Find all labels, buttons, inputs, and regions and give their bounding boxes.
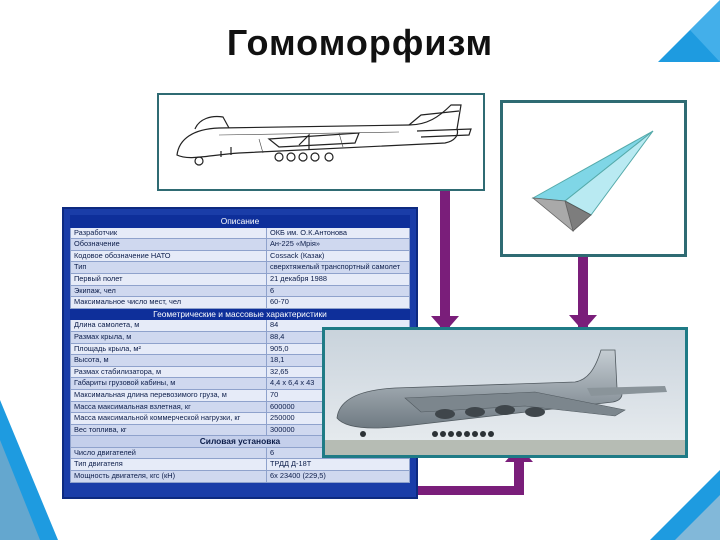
row-label: Размах стабилизатора, м — [70, 365, 267, 379]
arrow-down-icon — [569, 315, 597, 331]
row-label: Масса максимальной коммерческой нагрузки… — [70, 412, 267, 425]
connector-table-horizontal — [418, 486, 524, 495]
table-row: Мощность двигателя, кгс (кН)6х 23400 (22… — [70, 470, 410, 483]
row-value: ТРДД Д-18Т — [266, 458, 410, 472]
row-label: Мощность двигателя, кгс (кН) — [70, 470, 267, 483]
row-label: Тип двигателя — [70, 458, 267, 472]
row-value: 6х 23400 (229,5) — [266, 470, 410, 483]
row-label: Число двигателей — [70, 446, 267, 460]
row-label: Длина самолета, м — [70, 319, 267, 332]
row-value: 60-70 — [266, 296, 410, 309]
row-label: Размах крыла, м — [70, 330, 267, 344]
row-label: Разработчик — [70, 226, 267, 240]
row-label: Высота, м — [70, 354, 267, 367]
row-value: Cossack (Казак) — [266, 249, 410, 263]
row-value: Ан-225 «Мрія» — [266, 238, 410, 251]
corner-bottom-left-decoration — [0, 400, 58, 540]
row-label: Масса максимальная взлетная, кг — [70, 400, 267, 414]
paper-airplane-icon — [531, 130, 654, 233]
slide-title: Гомоморфизм — [226, 22, 494, 63]
row-label: Экипаж, чел — [70, 284, 267, 298]
corner-top-right-decoration — [658, 0, 720, 62]
row-label: Вес топлива, кг — [70, 423, 267, 437]
row-value: сверхтяжелый транспортный самолет — [266, 261, 410, 274]
connector-drawing-vertical — [440, 190, 450, 330]
cargo-airplane-photo-frame — [322, 327, 688, 458]
row-label: Тип — [70, 261, 267, 274]
airplane-line-drawing-icon — [176, 104, 472, 166]
row-value: ОКБ им. О.К.Антонова — [266, 226, 410, 240]
row-value: 6 — [266, 284, 410, 298]
row-label: Габариты грузовой кабины, м — [70, 377, 267, 390]
section-heading: Геометрические и массовые характеристики — [70, 307, 410, 321]
row-value: 21 декабря 1988 — [266, 272, 410, 286]
aircraft-drawing-frame — [157, 93, 485, 191]
connector-paper-vertical — [578, 256, 588, 330]
paper-airplane-frame — [500, 100, 687, 257]
connector-table-vertical — [514, 457, 524, 495]
row-label: Обозначение — [70, 238, 267, 251]
arrow-down-icon — [431, 316, 459, 332]
cargo-airplane-photo-icon — [325, 330, 685, 455]
row-label: Максимальное число мест, чел — [70, 296, 267, 309]
row-label: Первый полет — [70, 272, 267, 286]
corner-bottom-right-decoration — [650, 470, 720, 540]
row-label: Площадь крыла, м² — [70, 342, 267, 356]
row-label: Максимальная длина перевозимого груза, м — [70, 388, 267, 402]
row-label: Кодовое обозначение НАТО — [70, 249, 267, 263]
section-heading: Описание — [70, 215, 410, 228]
